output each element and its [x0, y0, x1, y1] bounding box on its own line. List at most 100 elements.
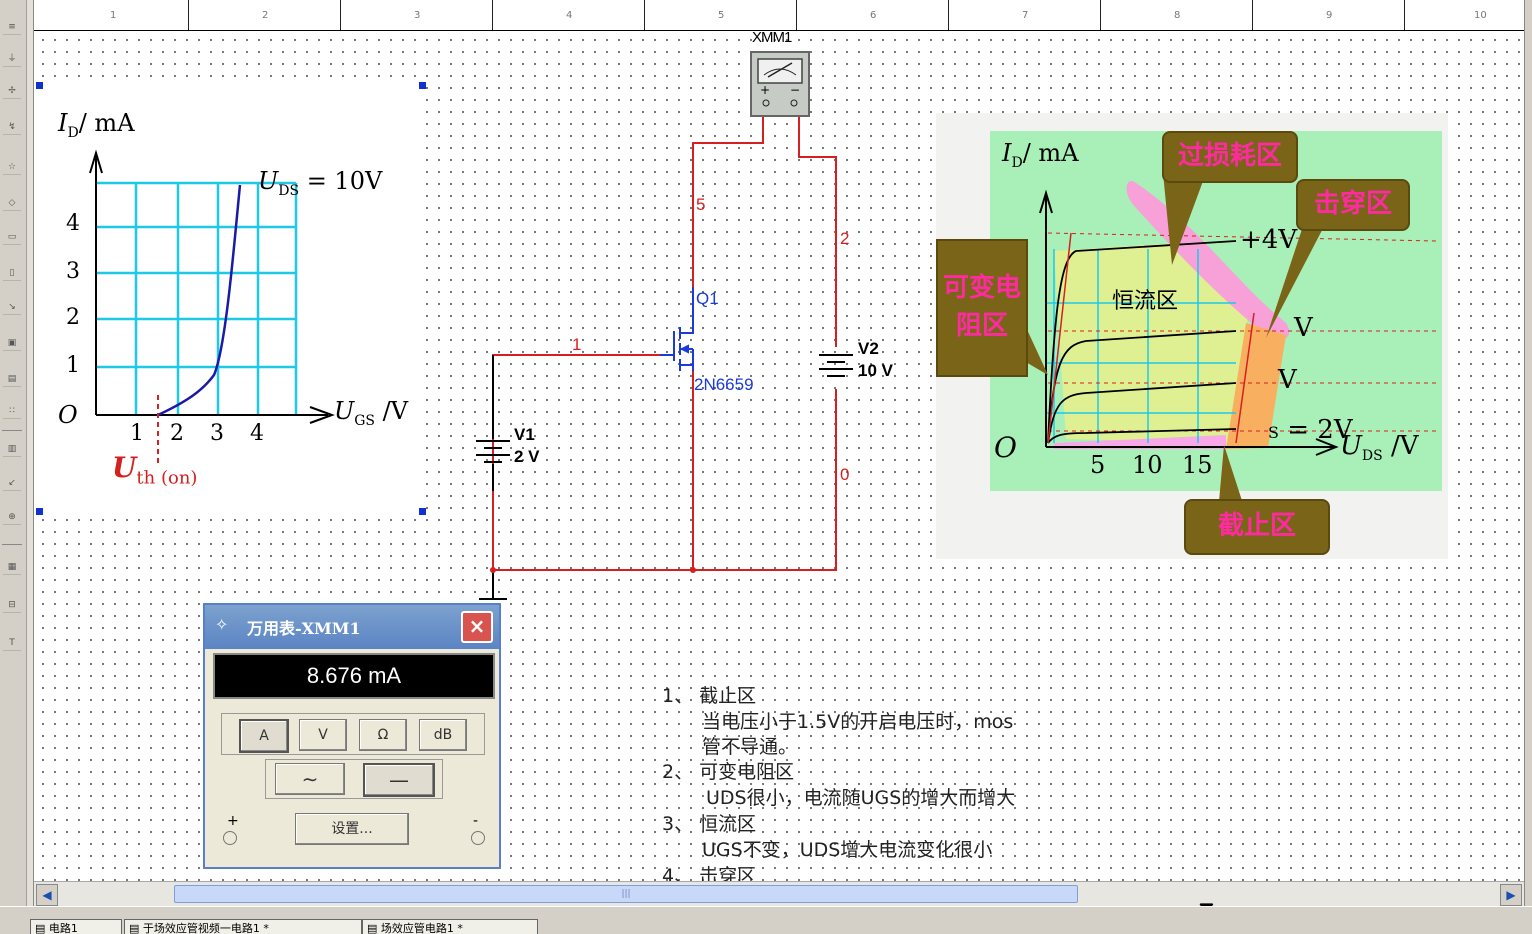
transfer-chart-graphics — [89, 149, 335, 465]
selection-handle[interactable] — [419, 82, 426, 89]
voltmeter-mode-button[interactable]: V — [299, 719, 347, 751]
tool-icon-4[interactable]: ↯ — [3, 120, 21, 135]
output-origin-label: O — [994, 431, 1017, 464]
tool-icon-1[interactable]: ≡ — [3, 20, 21, 35]
scrollbar-thumb[interactable]: ||| — [174, 885, 1078, 903]
transistor-reference: Q1 — [696, 289, 719, 308]
tool-icon-9[interactable]: ↘ — [3, 300, 21, 315]
multimeter-dialog[interactable]: ✧ 万用表-XMM1 × 8.676 mA A V Ω dB ∼ — 设置...… — [203, 603, 501, 869]
multimeter-xmm1[interactable]: + − — [750, 51, 810, 117]
selection-handle[interactable] — [36, 508, 43, 515]
transfer-curve — [157, 184, 242, 417]
tool-icon-10[interactable]: ▣ — [3, 336, 21, 351]
tool-icon-14[interactable]: ↙ — [3, 476, 21, 491]
circuit-graphics — [476, 113, 853, 600]
output-x-tick: 5 — [1090, 451, 1106, 479]
y-tick: 1 — [66, 353, 80, 378]
settings-button[interactable]: 设置... — [295, 813, 409, 845]
ground-symbol — [479, 570, 507, 600]
dc-mode-button[interactable]: — — [363, 763, 435, 797]
note-line: 1、 截止区 — [662, 685, 757, 707]
tool-icon-16[interactable]: ▦ — [3, 560, 21, 575]
scroll-left-button[interactable]: ◀ — [36, 884, 58, 906]
multimeter-reading: 8.676 mA — [213, 653, 495, 699]
output-x-axis-label: UDS /V — [1340, 431, 1419, 465]
positive-terminal-label: + — [227, 813, 239, 829]
net-label: 5 — [696, 195, 706, 214]
document-tab-bar: ▤ 电路1 ▤ 于场效应管视频一电路1 * ▤ 场效应管电路1 * — [0, 906, 1532, 934]
dialog-title-bar[interactable]: ✧ 万用表-XMM1 × — [205, 605, 499, 649]
dialog-title: 万用表-XMM1 — [247, 619, 361, 638]
tool-icon-7[interactable]: ▭ — [3, 230, 21, 245]
selection-handle[interactable] — [419, 508, 426, 515]
ac-mode-button[interactable]: ∼ — [275, 763, 345, 795]
grid-lines — [96, 181, 298, 415]
meter-reference: XMM1 — [752, 31, 792, 46]
tool-icon-18[interactable]: T — [3, 636, 21, 651]
tool-icon-11[interactable]: ▤ — [3, 372, 21, 387]
document-icon: ▤ — [129, 922, 140, 934]
selection-handle[interactable] — [36, 82, 43, 89]
note-line: UGS不变，UDS增大电流变化很小 — [702, 839, 993, 861]
output-y-axis-label: ID/ mA — [1002, 139, 1079, 171]
note-line: 当电压小于1.5V的开启电压时，mos — [702, 711, 1014, 733]
curve-label: UDS = 10V — [258, 167, 383, 199]
ruler-tick: 3 — [414, 10, 421, 21]
ammeter-mode-button[interactable]: A — [239, 719, 289, 753]
note-line: 管不导通。 — [702, 736, 798, 758]
scroll-right-button[interactable]: ▶ — [1500, 884, 1522, 906]
tool-icon-2[interactable]: ⏚ — [3, 52, 21, 67]
tool-icon-6[interactable]: ◇ — [3, 196, 21, 211]
y-tick: 3 — [66, 259, 80, 284]
ruler-tick: 7 — [1022, 10, 1029, 21]
ruler-tick: 2 — [262, 10, 269, 21]
ruler-tick: 1 — [110, 10, 117, 21]
ruler-tick: 5 — [718, 10, 725, 21]
transfer-characteristic-figure[interactable]: ID/ mA 4 3 2 1 O 1 2 3 4 UGS /V UDS = 10… — [38, 85, 422, 511]
tab-fet-circuit[interactable]: ▤ 场效应管电路1 * — [362, 919, 538, 934]
mosfet-symbol — [660, 287, 694, 371]
schematic-canvas[interactable]: ID/ mA 4 3 2 1 O 1 2 3 4 UGS /V UDS = 10… — [34, 31, 1524, 881]
x-axis-label: UGS /V — [334, 397, 409, 429]
tool-icon-15[interactable]: ⊕ — [3, 510, 21, 525]
signal-group — [265, 759, 443, 799]
origin-label: O — [58, 401, 78, 429]
curve-label-mid2: V — [1278, 365, 1297, 395]
tab-fet-video-circuit[interactable]: ▤ 于场效应管视频一电路1 * — [124, 919, 362, 934]
meter-minus-terminal: − — [790, 83, 801, 97]
curve-label-mid1: V — [1294, 313, 1313, 343]
callout-overloss: 过损耗区 — [1162, 131, 1298, 183]
output-characteristic-figure[interactable]: 过损耗区 击穿区 可变电 阻区 截止区 ID/ mA 恒流区 +4V V V S… — [936, 113, 1448, 559]
curve-label-low: S = 2V — [1268, 415, 1353, 445]
ruler-tick: 6 — [870, 10, 877, 21]
callout-breakdown: 击穿区 — [1296, 179, 1410, 231]
ruler-tick: 8 — [1174, 10, 1181, 21]
battery-v2 — [819, 354, 853, 377]
tool-icon-5[interactable]: ☆ — [3, 160, 21, 175]
ruler-tick: 4 — [566, 10, 573, 21]
tool-icon-12[interactable]: ∷ — [3, 404, 21, 419]
tab-circuit1[interactable]: ▤ 电路1 — [30, 919, 122, 934]
tool-icon-17[interactable]: ⊟ — [3, 598, 21, 613]
positive-terminal[interactable] — [223, 831, 237, 845]
notes-text-block[interactable]: 1、 截止区 当电压小于1.5V的开启电压时，mos 管不导通。 2、 可变电阻… — [662, 681, 1142, 881]
horizontal-scrollbar[interactable]: ◀ ||| ▶ — [34, 881, 1524, 906]
tool-icon-8[interactable]: ▯ — [3, 266, 21, 281]
transistor-model: 2N6659 — [694, 375, 754, 394]
note-line: UDS很小，电流随UGS的增大而增大 — [706, 787, 1016, 809]
y-axis-label: ID/ mA — [58, 109, 135, 141]
output-x-tick: 15 — [1182, 451, 1213, 479]
callout-variable-resistance: 可变电 阻区 — [936, 239, 1028, 377]
tool-icon-13[interactable]: ▥ — [3, 442, 21, 457]
close-button[interactable]: × — [461, 611, 493, 643]
negative-terminal[interactable] — [471, 831, 485, 845]
callout-cutoff: 截止区 — [1184, 499, 1330, 555]
curve-label-top: +4V — [1240, 225, 1298, 255]
negative-terminal-label: - — [473, 813, 479, 829]
wires — [492, 113, 837, 571]
decibel-mode-button[interactable]: dB — [419, 719, 467, 751]
tool-icon-3[interactable]: ✢ — [3, 84, 21, 99]
battery-v1 — [476, 355, 510, 491]
ohmmeter-mode-button[interactable]: Ω — [359, 719, 407, 751]
note-line: 3、 恒流区 — [662, 813, 757, 835]
